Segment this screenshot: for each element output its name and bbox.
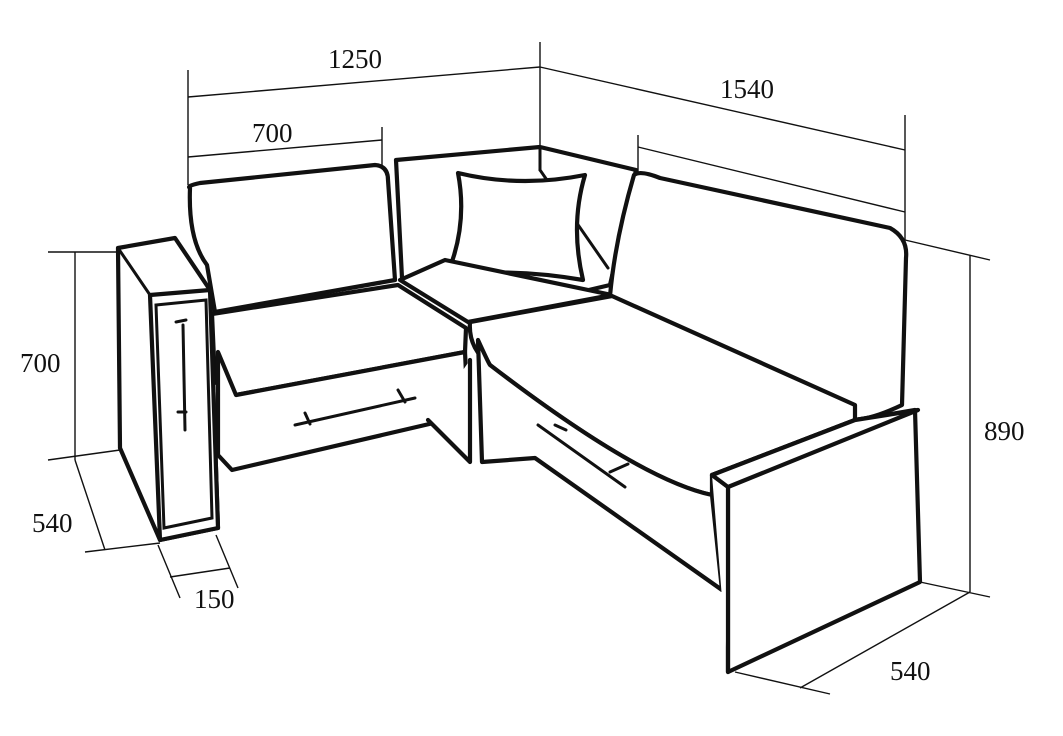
dim-540r-ext — [734, 671, 831, 695]
dim-700-line — [187, 139, 383, 158]
left-armrest-inset — [154, 298, 214, 530]
dim-150-ext-right — [215, 534, 239, 589]
dimension-lines — [47, 42, 991, 695]
left-back-cushion — [187, 162, 398, 315]
left-drawer-handle — [293, 388, 417, 427]
dim-1540-inner-line — [637, 146, 906, 213]
dim-540r-line — [799, 591, 971, 689]
left-armrest-top-edge — [116, 246, 152, 297]
dim-1250-line — [187, 66, 541, 98]
label-890: 890 — [984, 416, 1025, 446]
dim-540l-line — [74, 459, 106, 551]
dim-150-line — [169, 567, 231, 578]
label-700-seat: 700 — [252, 118, 293, 148]
sofa — [115, 144, 923, 675]
label-1250: 1250 — [328, 44, 382, 74]
right-drawer-handle — [536, 423, 630, 489]
left-base-support — [425, 357, 473, 465]
dim-1540-line — [539, 66, 906, 151]
label-150: 150 — [194, 584, 235, 614]
left-armrest-handle — [174, 318, 188, 432]
dim-700h-ext-bottom — [47, 449, 121, 461]
right-armrest-top — [709, 407, 921, 490]
right-base — [475, 337, 725, 593]
dim-890-ext-top — [904, 239, 991, 261]
dim-890-ext-bottom — [919, 581, 991, 598]
label-700-height: 700 — [20, 348, 61, 378]
dim-540l-ext — [84, 542, 161, 553]
dim-150-ext-left — [157, 544, 181, 599]
label-1540: 1540 — [720, 74, 774, 104]
label-540-right: 540 — [890, 656, 931, 686]
dimension-labels: 1250 700 1540 700 540 150 890 540 — [20, 44, 1025, 686]
label-540-left: 540 — [32, 508, 73, 538]
pillow — [444, 170, 588, 283]
right-back-cushion — [607, 170, 909, 422]
